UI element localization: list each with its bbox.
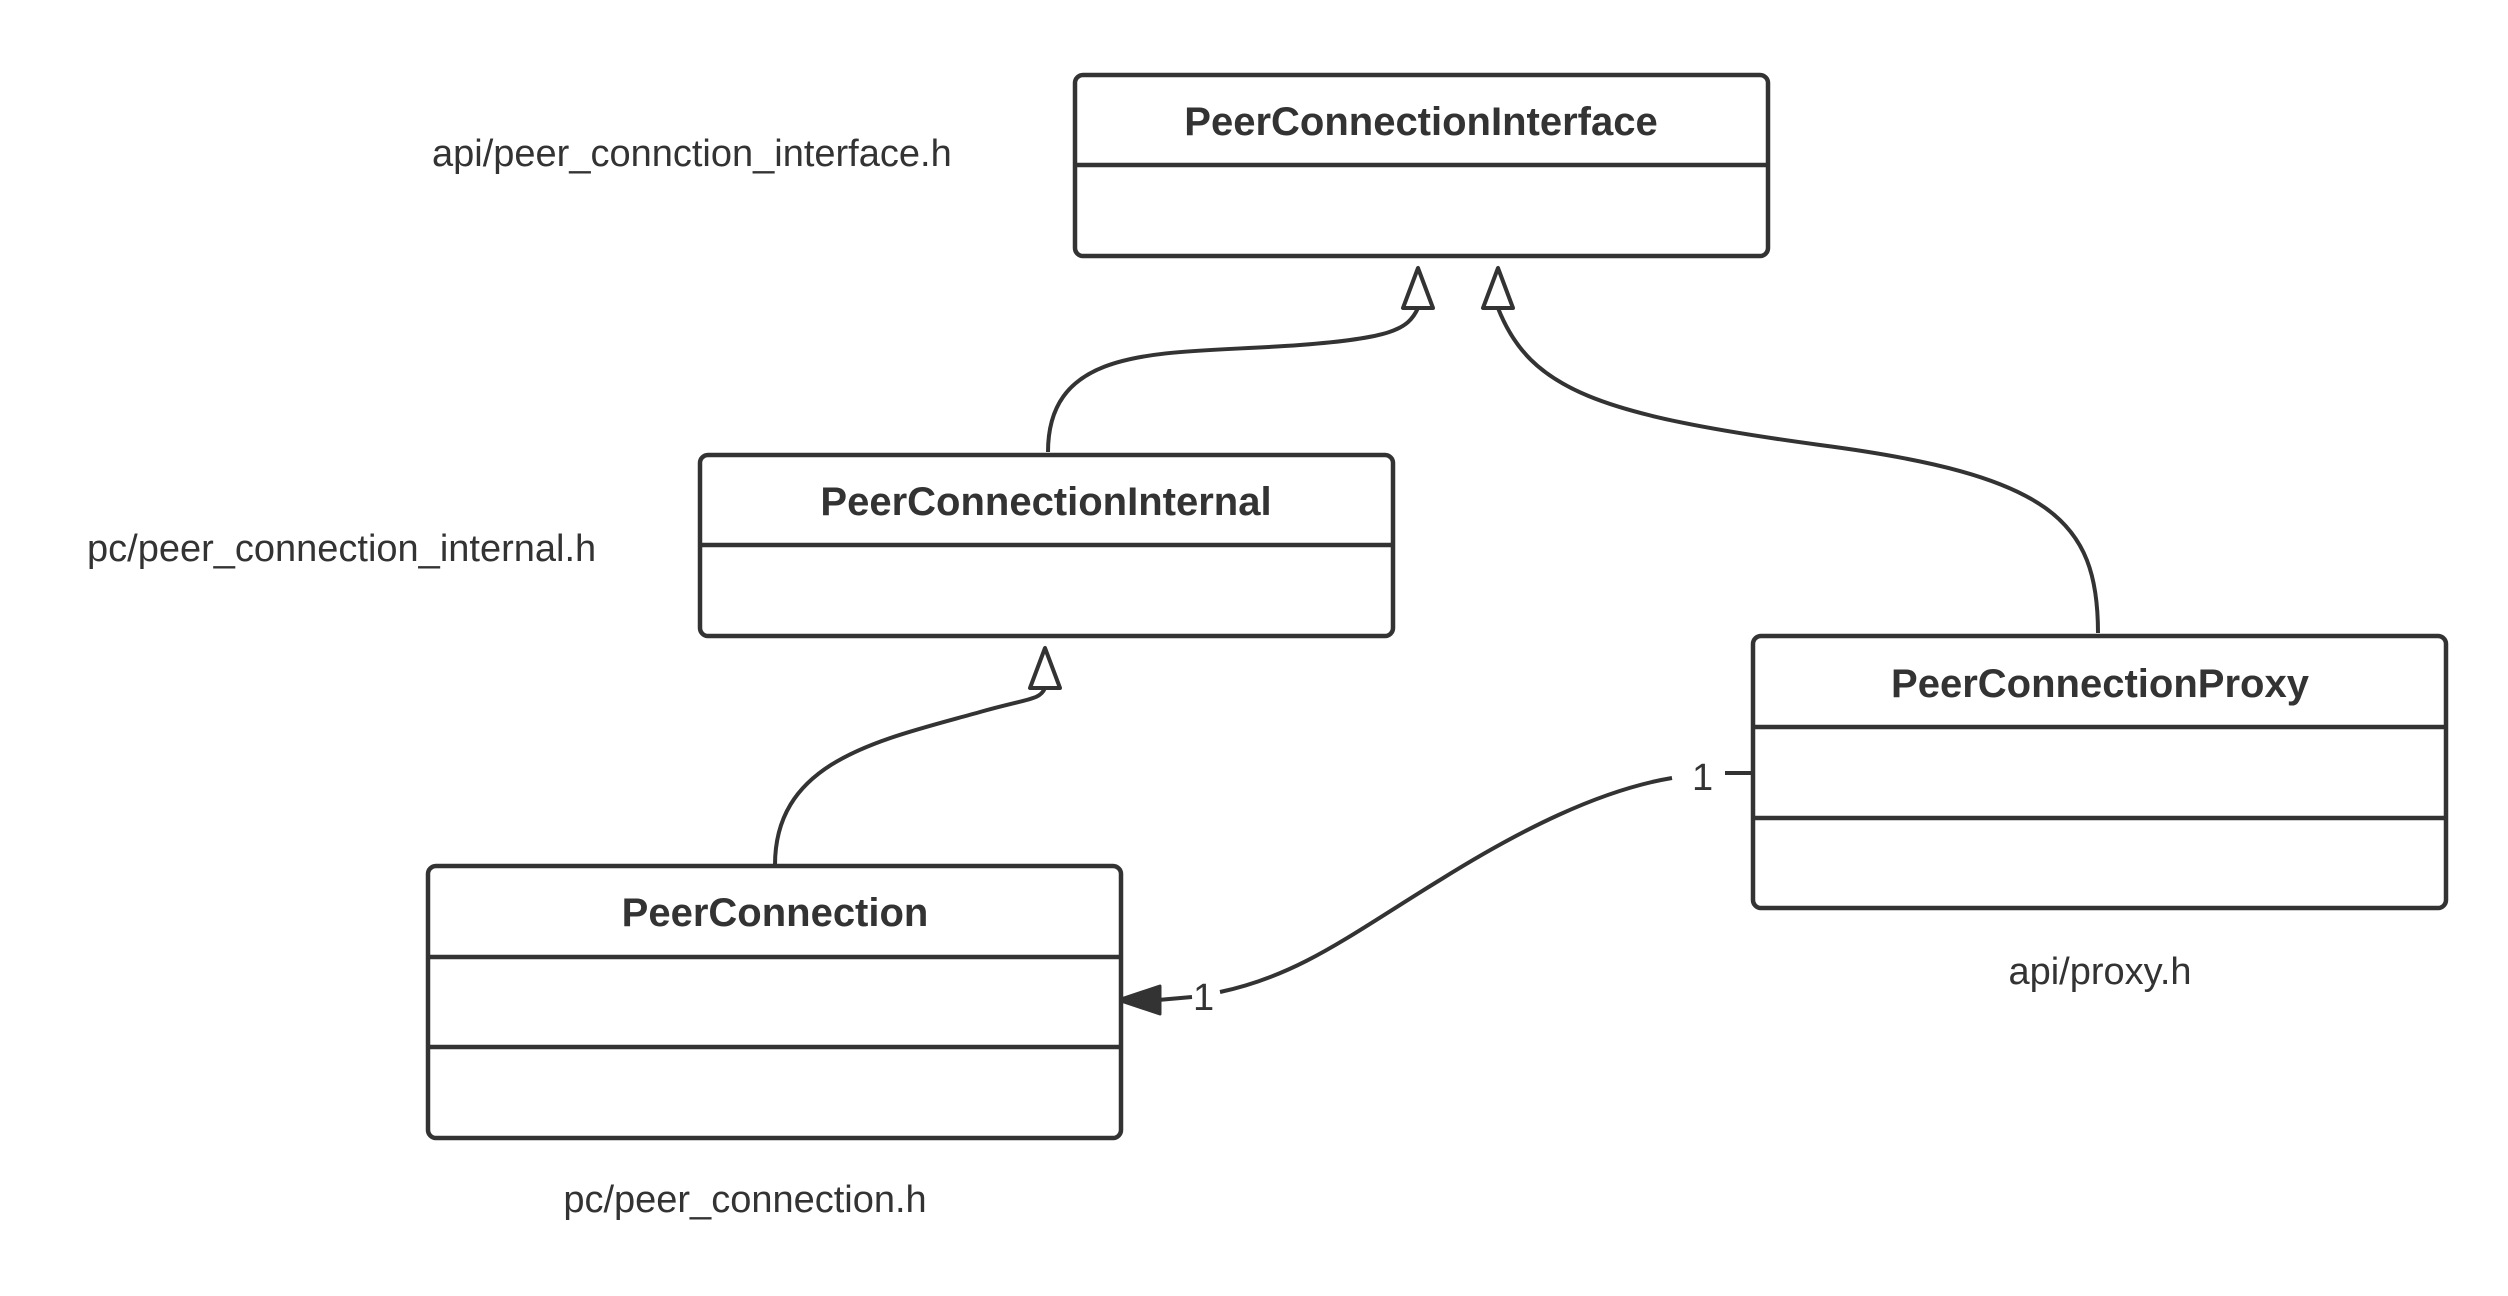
generalization-impl-to-internal <box>773 646 1062 866</box>
file-label-proxy: api/proxy.h <box>2008 951 2191 993</box>
source-multiplicity: 1 <box>1692 757 1713 799</box>
association-proxy-to-impl: 1 1 <box>1116 757 1753 1019</box>
generalization-proxy-to-interface <box>1481 266 2100 634</box>
hollow-triangle-arrowhead <box>1028 646 1062 690</box>
class-peer-connection-proxy[interactable]: PeerConnectionProxy <box>1750 633 2449 911</box>
file-label-interface: api/peer_connction_interface.h <box>432 133 952 175</box>
target-multiplicity: 1 <box>1193 977 1214 1019</box>
file-label-internal: pc/peer_connection_internal.h <box>87 528 596 570</box>
hollow-triangle-arrowhead <box>1401 266 1435 310</box>
class-peer-connection-internal[interactable]: PeerConnectionInternal <box>697 452 1396 639</box>
generalization-internal-to-interface <box>1046 266 1435 453</box>
class-name: PeerConnection <box>622 891 929 935</box>
hollow-triangle-arrowhead <box>1481 266 1515 310</box>
class-peer-connection[interactable]: PeerConnection <box>425 863 1124 1141</box>
class-name: PeerConnectionInterface <box>1184 100 1657 144</box>
class-name: PeerConnectionProxy <box>1891 662 2310 706</box>
class-name: PeerConnectionInternal <box>820 480 1271 524</box>
filled-arrowhead <box>1116 984 1162 1016</box>
class-peer-connection-interface[interactable]: PeerConnectionInterface <box>1072 72 1771 259</box>
file-label-impl: pc/peer_connection.h <box>563 1179 926 1221</box>
